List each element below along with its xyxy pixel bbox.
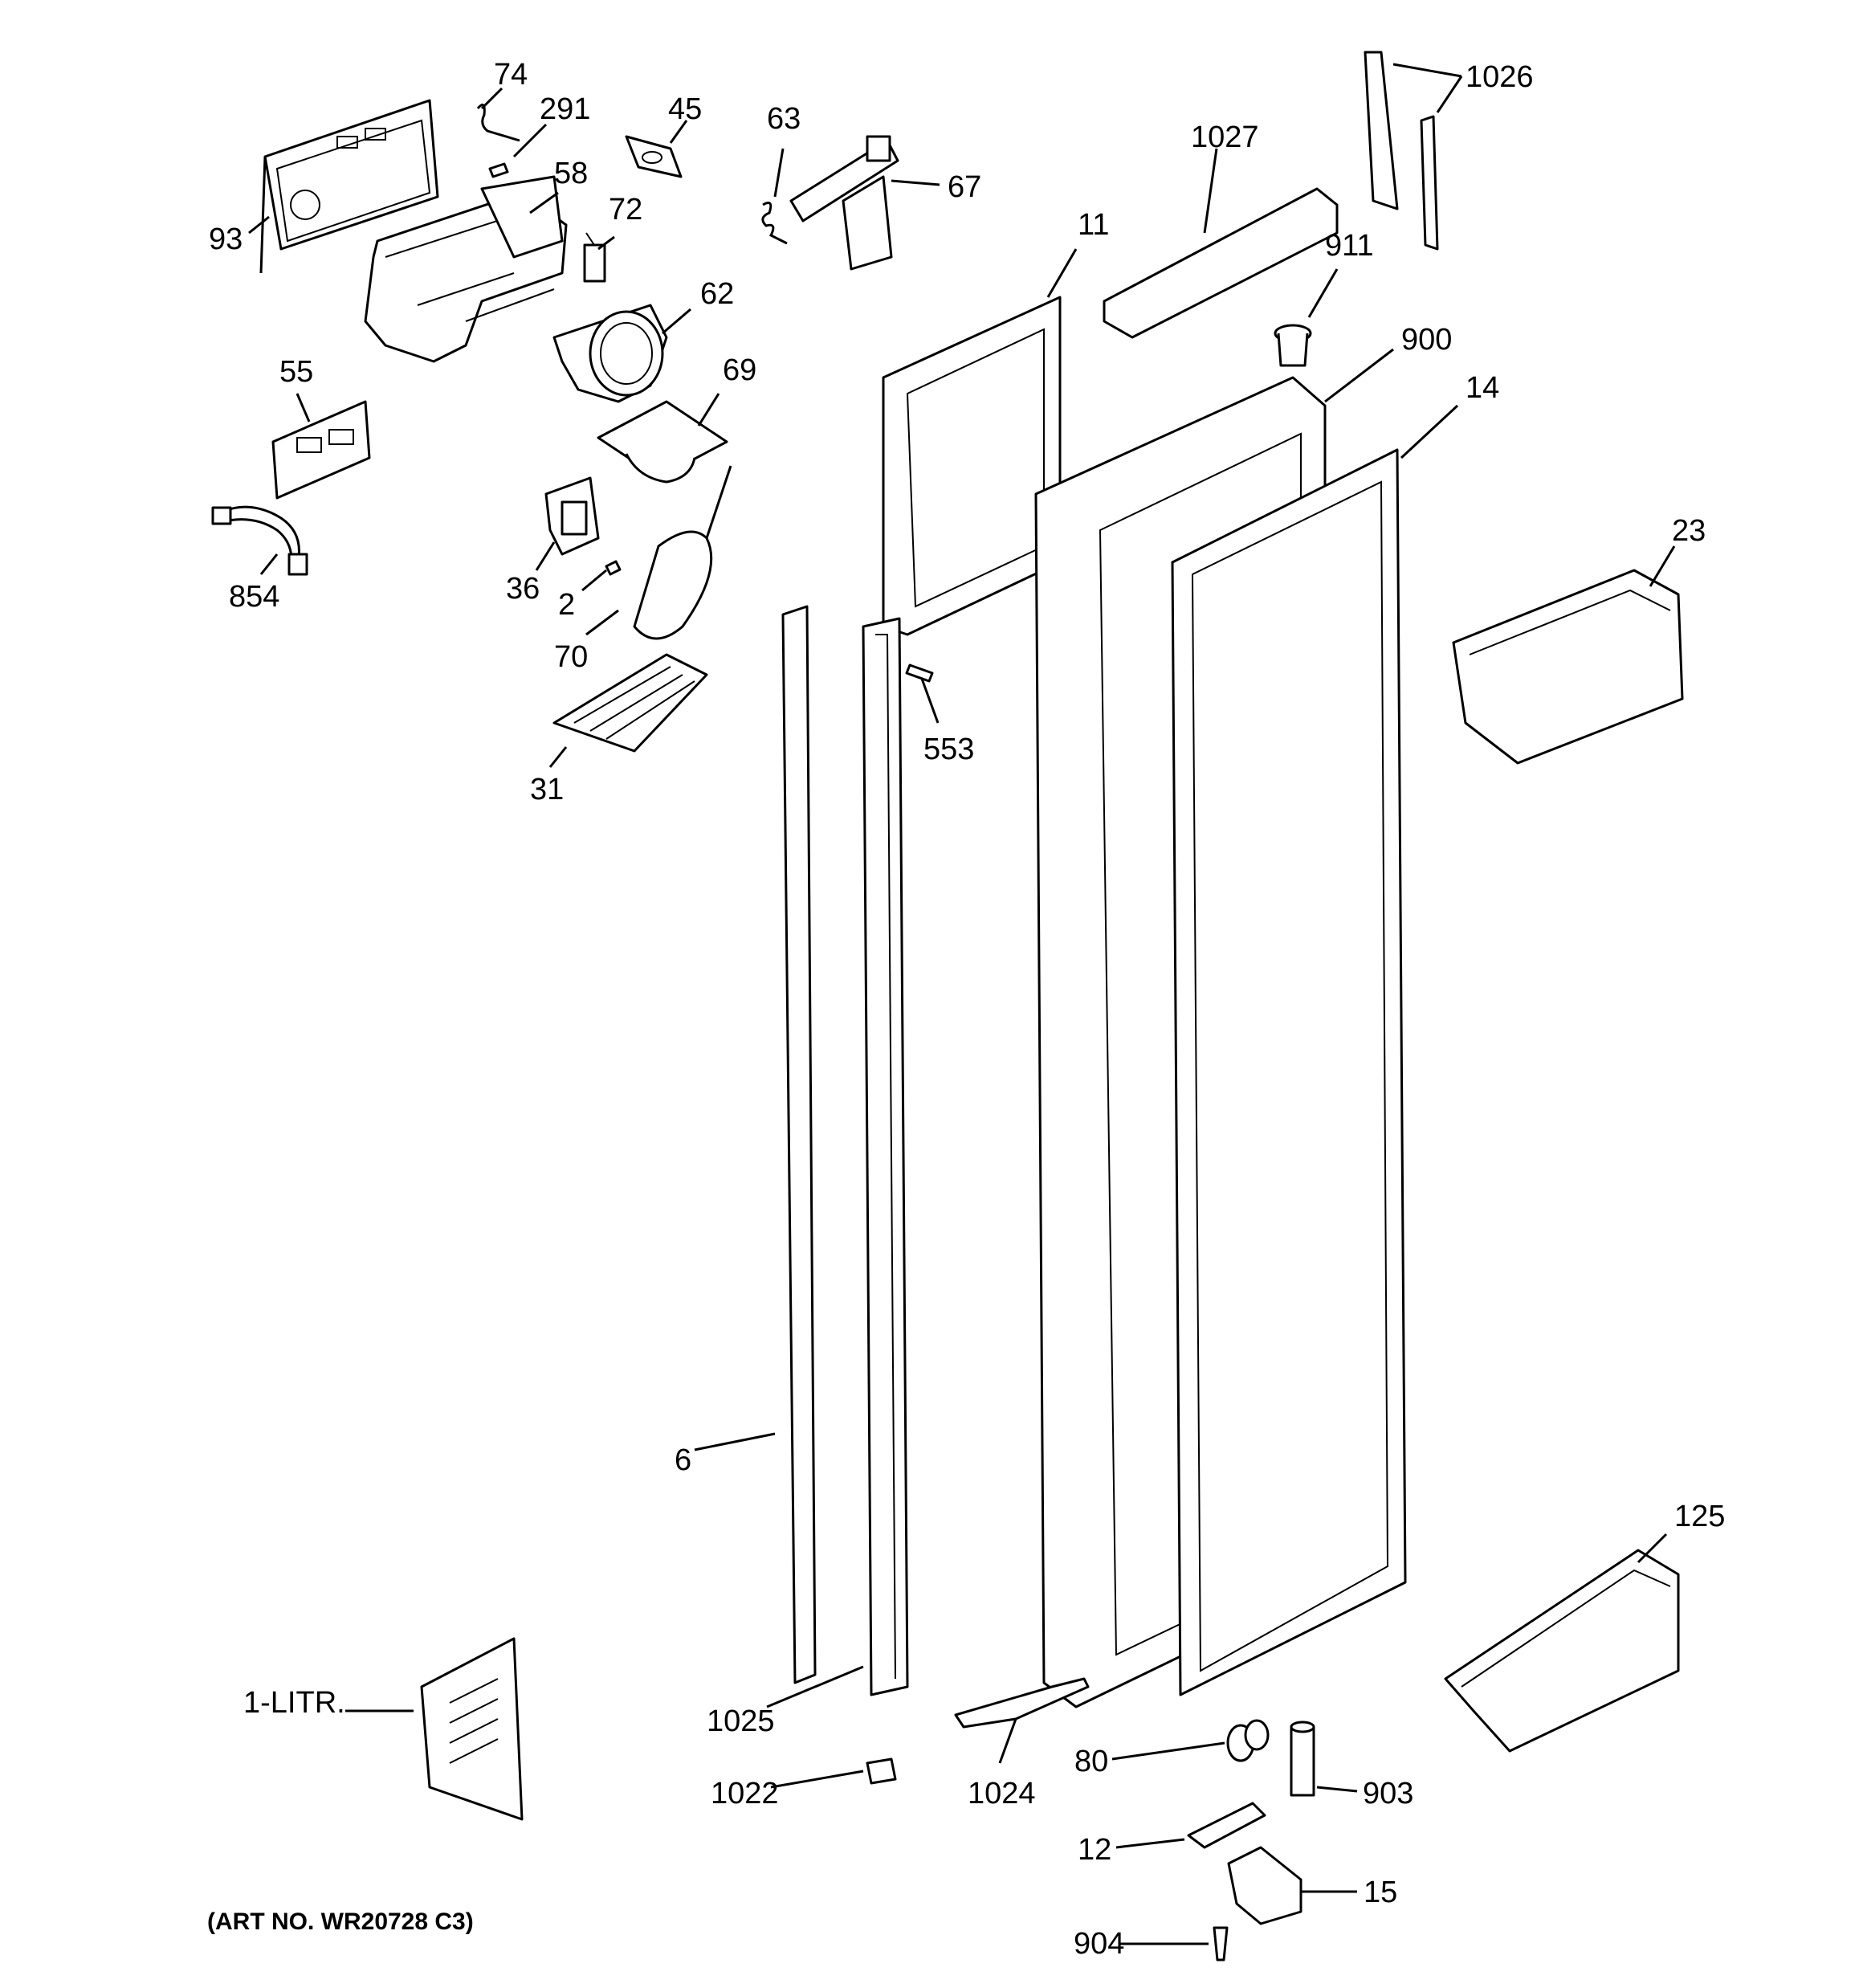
art-number: (ART NO. WR20728 C3) [207,1908,474,1935]
label-74: 74 [494,58,528,92]
label-23: 23 [1672,514,1706,548]
label-1026: 1026 [1466,60,1534,94]
label-36: 36 [506,572,540,606]
callout-labels: 74 291 45 63 67 1026 1027 93 58 72 11 91… [207,58,1725,1961]
part-6-trim [781,605,817,1684]
part-93-control-panel [259,99,439,274]
part-74-spring [476,104,520,142]
label-70: 70 [554,640,588,674]
label-6: 6 [675,1443,691,1477]
part-291-screw [488,162,509,178]
part-36-solenoid [544,476,600,556]
part-1-litr-manual [420,1637,524,1821]
part-553-screw [905,663,934,683]
label-1022: 1022 [711,1777,779,1810]
part-72-switch [583,232,606,283]
label-93: 93 [209,222,243,256]
label-291: 291 [540,92,590,126]
label-900: 900 [1401,323,1452,357]
label-80: 80 [1074,1745,1108,1778]
label-11: 11 [1078,208,1109,242]
label-14: 14 [1466,371,1499,405]
part-11-frame [882,296,1062,636]
part-62-ring [552,304,668,403]
part-70-arm [633,465,732,640]
label-854: 854 [229,580,279,614]
label-1-litr: 1-LITR. [243,1686,345,1720]
label-2: 2 [558,588,575,622]
part-903-pin [1290,1721,1315,1797]
label-12: 12 [1078,1833,1111,1867]
label-55: 55 [279,355,313,389]
part-80-bushing [1226,1719,1270,1762]
label-45: 45 [668,92,702,126]
label-904: 904 [1074,1927,1124,1961]
part-854-harness [211,505,308,576]
label-69: 69 [723,353,756,387]
label-15: 15 [1364,1876,1397,1909]
part-125-bin [1444,1549,1680,1753]
label-72: 72 [609,193,642,227]
label-67: 67 [948,170,981,204]
label-1025: 1025 [707,1704,775,1738]
part-1025-trim [862,617,909,1696]
label-911: 911 [1325,229,1374,263]
label-63: 63 [767,102,801,136]
part-63-spring [761,202,788,245]
label-125: 125 [1674,1500,1725,1533]
part-1027-trim [1103,187,1339,339]
label-58: 58 [554,157,588,190]
part-69-chute [597,400,728,484]
part-14-gasket [1171,448,1407,1696]
label-903: 903 [1363,1777,1413,1810]
part-12-plate [1187,1802,1266,1849]
leader-lines [248,63,1676,1945]
label-1024: 1024 [968,1777,1036,1810]
part-55-board [271,400,371,500]
label-62: 62 [700,277,734,311]
part-1024-bracket [954,1677,1090,1729]
part-911-bushing [1274,324,1312,367]
part-31-grille [552,653,708,753]
part-1026-trim [1364,51,1439,251]
label-553: 553 [923,733,974,766]
label-1027: 1027 [1191,120,1259,154]
part-23-bin [1452,569,1684,765]
part-15-hinge [1227,1846,1302,1925]
part-1022-clip [866,1757,897,1785]
part-58-housing [364,175,568,363]
part-45-bracket [625,135,683,178]
part-2-screw [605,560,622,576]
label-31: 31 [530,773,564,806]
part-904-screw [1213,1926,1229,1961]
part-67-lever [789,135,899,271]
